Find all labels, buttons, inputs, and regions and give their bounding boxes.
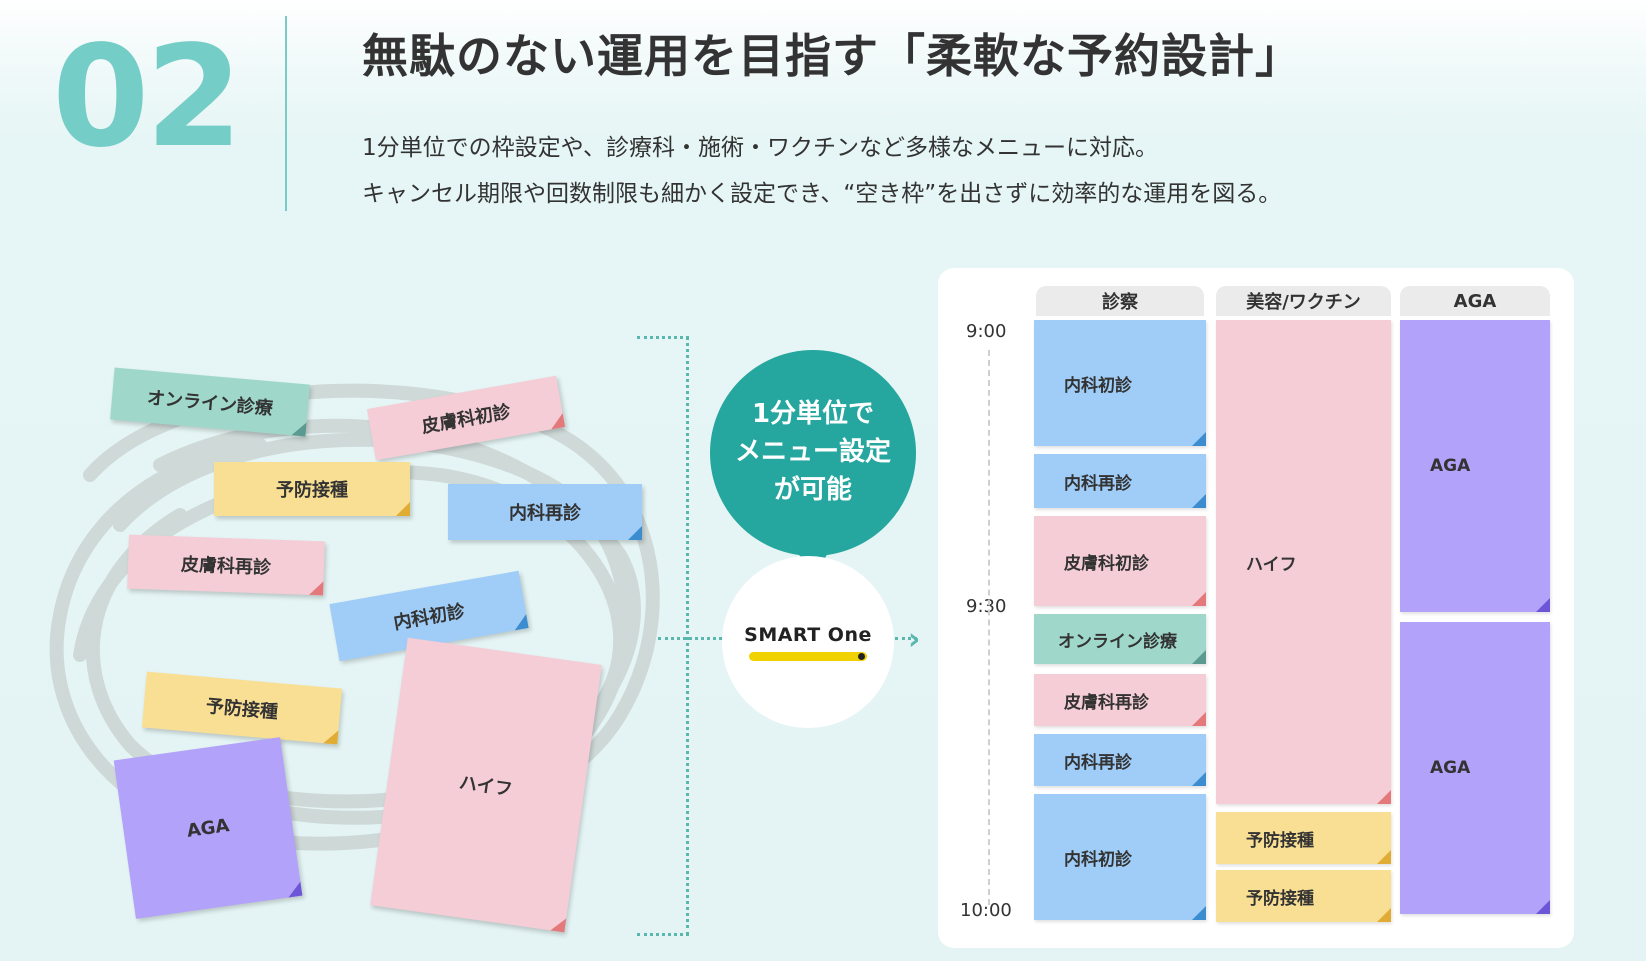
slot-label: 皮膚科再診 <box>1064 692 1149 713</box>
note-label: 皮膚科再診 <box>180 554 272 579</box>
slot-label: ハイフ <box>1246 554 1297 575</box>
connector-dots <box>658 637 722 640</box>
smartone-logo: SMART One <box>722 556 894 728</box>
column-header-biyou: 美容/ワクチン <box>1216 286 1391 316</box>
slot-label: 予防接種 <box>1246 830 1314 851</box>
note-dermatology-return: 皮膚科再診 <box>127 534 325 596</box>
bubble-line-1: 1分単位で <box>751 399 875 430</box>
slot-hifu: ハイフ <box>1216 320 1391 804</box>
slot-internal-first-2: 内科初診 <box>1034 794 1206 920</box>
description-line-1: 1分単位での枠設定や、診療科・施術・ワクチンなど多様なメニューに対応。 <box>362 135 1158 161</box>
note-aga: AGA <box>113 737 303 919</box>
note-label: 予防接種 <box>205 695 279 724</box>
note-internal-return: 内科再診 <box>448 484 642 540</box>
slot-label: 内科再診 <box>1064 473 1132 494</box>
slot-online-consultation: オンライン診療 <box>1034 614 1206 664</box>
slot-aga-2: AGA <box>1400 622 1550 914</box>
section-title: 無駄のない運用を目指す「柔軟な予約設計」 <box>362 29 1302 83</box>
slot-internal-return-2: 内科再診 <box>1034 734 1206 786</box>
dotted-bracket <box>637 336 689 936</box>
slot-label: 皮膚科初診 <box>1064 553 1149 574</box>
speech-bubble: 1分単位で メニュー設定 が可能 <box>710 350 916 556</box>
note-label: ハイフ <box>457 772 514 801</box>
slot-label: 内科初診 <box>1064 849 1132 870</box>
bubble-line-2: メニュー設定 <box>734 437 891 468</box>
description-line-2: キャンセル期限や回数制限も細かく設定でき、“空き枠”を出さずに効率的な運用を図る… <box>362 181 1282 207</box>
slot-label: 予防接種 <box>1246 888 1314 909</box>
note-label: 内科再診 <box>509 503 581 524</box>
note-vaccination: 予防接種 <box>214 462 410 516</box>
note-label: オンライン診療 <box>146 387 274 420</box>
time-label: 10:00 <box>960 900 1012 921</box>
logo-text: SMART One <box>744 623 872 646</box>
slot-aga: AGA <box>1400 320 1550 612</box>
slot-label: 内科再診 <box>1064 752 1132 773</box>
note-label: AGA <box>185 814 231 842</box>
slot-label: 内科初診 <box>1064 375 1132 396</box>
slot-dermatology-first: 皮膚科初診 <box>1034 516 1206 606</box>
note-label: 皮膚科初診 <box>420 401 513 438</box>
slot-internal-first: 内科初診 <box>1034 320 1206 446</box>
note-label: 内科初診 <box>391 600 467 635</box>
arrow-dots <box>895 637 917 640</box>
slot-vaccination: 予防接種 <box>1216 812 1391 864</box>
time-label: 9:00 <box>966 321 1007 342</box>
time-axis <box>988 350 990 905</box>
column-header-aga: AGA <box>1400 286 1550 316</box>
note-label: 予防接種 <box>276 480 348 501</box>
section-number: 02 <box>52 16 243 179</box>
slot-internal-return: 内科再診 <box>1034 454 1206 508</box>
header-divider <box>285 16 287 211</box>
note-hifu: ハイフ <box>370 637 602 933</box>
time-label: 9:30 <box>966 596 1007 617</box>
logo-underline <box>749 651 867 661</box>
slot-label: オンライン診療 <box>1058 631 1177 652</box>
chevron-right-icon: › <box>908 622 921 657</box>
column-header-shinsatsu: 診察 <box>1036 286 1204 316</box>
slot-label: AGA <box>1430 456 1471 476</box>
slot-dermatology-return: 皮膚科再診 <box>1034 674 1206 726</box>
bubble-line-3: が可能 <box>773 474 852 505</box>
slot-vaccination-2: 予防接種 <box>1216 870 1391 922</box>
slot-label: AGA <box>1430 758 1471 778</box>
